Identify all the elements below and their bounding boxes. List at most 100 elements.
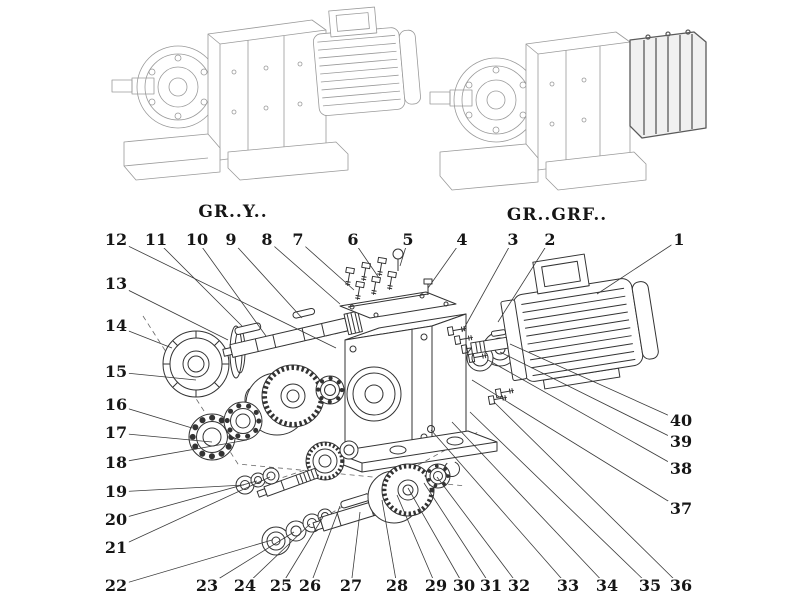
callout-4: 4: [454, 230, 470, 249]
leader-line-31: [423, 482, 492, 587]
callout-7: 7: [290, 230, 306, 249]
output-bearing: [425, 463, 451, 489]
callout-6: 6: [345, 230, 361, 249]
callout-37: 37: [667, 499, 695, 518]
leader-line-33: [430, 429, 569, 587]
leader-line-1: [596, 239, 680, 295]
callout-12: 12: [102, 230, 130, 249]
leader-line-17: [115, 432, 213, 443]
variant-label-gr-y: GR..Y..: [198, 202, 268, 222]
leader-line-13: [115, 283, 229, 341]
leader-line-18: [115, 439, 248, 464]
callout-11: 11: [142, 230, 170, 249]
gearmotor-grf-drawing: [429, 29, 707, 191]
leader-line-26: [309, 505, 341, 587]
callout-25: 25: [267, 576, 295, 595]
leader-line-12: [115, 239, 337, 349]
callout-32: 32: [505, 576, 533, 595]
callout-16: 16: [102, 395, 130, 414]
leader-line-9: [230, 239, 303, 319]
leader-line-35: [469, 411, 651, 587]
input-shaft: [222, 307, 363, 358]
grf-cover-block: [629, 29, 707, 139]
leader-line-24: [244, 523, 311, 587]
leader-line-34: [451, 421, 608, 587]
callout-38: 38: [667, 459, 695, 478]
callout-26: 26: [296, 576, 324, 595]
callout-9: 9: [223, 230, 239, 249]
leader-line-3: [461, 239, 514, 333]
gear-housing: [332, 313, 498, 473]
eye-bolt: [392, 248, 404, 271]
exploded-view-drawing: [142, 248, 659, 556]
leader-line-27: [350, 511, 361, 587]
callout-10: 10: [183, 230, 211, 249]
callout-23: 23: [193, 576, 221, 595]
leader-line-36: [493, 401, 682, 587]
leader-line-10: [196, 239, 267, 337]
leader-line-29: [396, 494, 437, 587]
leader-line-30: [407, 487, 465, 587]
leader-line-40: [509, 343, 682, 422]
leader-line-23: [206, 531, 295, 587]
callout-39: 39: [667, 432, 695, 451]
leader-line-15: [115, 371, 197, 381]
snap-ring: [444, 461, 460, 477]
callout-28: 28: [383, 576, 411, 595]
cover-bolts: [342, 256, 397, 301]
output-end-cover: [261, 508, 333, 556]
callout-33: 33: [554, 576, 582, 595]
callout-27: 27: [337, 576, 365, 595]
callout-19: 19: [102, 482, 130, 501]
callout-36: 36: [667, 576, 695, 595]
callout-30: 30: [450, 576, 478, 595]
callout-15: 15: [102, 362, 130, 381]
callout-21: 21: [102, 538, 130, 557]
callout-20: 20: [102, 510, 130, 529]
leader-line-28: [381, 499, 398, 587]
callout-13: 13: [102, 274, 130, 293]
leader-line-22: [115, 539, 273, 587]
electric-motor: [470, 253, 659, 390]
callout-34: 34: [593, 576, 621, 595]
seal-ring: [162, 330, 230, 398]
callout-5: 5: [400, 230, 416, 249]
leader-line-11: [155, 239, 243, 327]
leader-line-38: [487, 359, 682, 470]
callout-29: 29: [422, 576, 450, 595]
callout-2: 2: [542, 230, 558, 249]
washers: [235, 467, 280, 495]
leader-line-8: [266, 239, 341, 305]
callout-8: 8: [259, 230, 275, 249]
leader-line-7: [297, 239, 355, 291]
callout-31: 31: [477, 576, 505, 595]
leader-line-25: [280, 516, 324, 587]
callout-1: 1: [671, 230, 687, 249]
leader-line-37: [471, 379, 682, 510]
bearing-small: [315, 375, 345, 405]
leader-line-19: [115, 484, 245, 493]
bearing-medium: [223, 401, 263, 441]
callout-14: 14: [102, 316, 130, 335]
callout-35: 35: [636, 576, 664, 595]
vent-plug: [423, 278, 433, 295]
variant-label-gr-grf: GR..GRF..: [506, 205, 608, 225]
pinion-shaft: [256, 467, 319, 498]
callout-17: 17: [102, 423, 130, 442]
leader-line-39: [499, 351, 682, 443]
top-cover-plate: [339, 291, 457, 319]
leader-line-32: [436, 476, 520, 587]
output-gear: [367, 463, 435, 524]
leader-line-4: [427, 239, 463, 289]
callout-18: 18: [102, 453, 130, 472]
leader-lines: [115, 239, 682, 587]
leader-line-21: [115, 476, 271, 549]
callout-40: 40: [667, 411, 695, 430]
callout-22: 22: [102, 576, 130, 595]
gearmotor-y-drawing: [111, 6, 421, 181]
callout-24: 24: [231, 576, 259, 595]
leader-line-20: [115, 480, 258, 521]
callout-3: 3: [505, 230, 521, 249]
